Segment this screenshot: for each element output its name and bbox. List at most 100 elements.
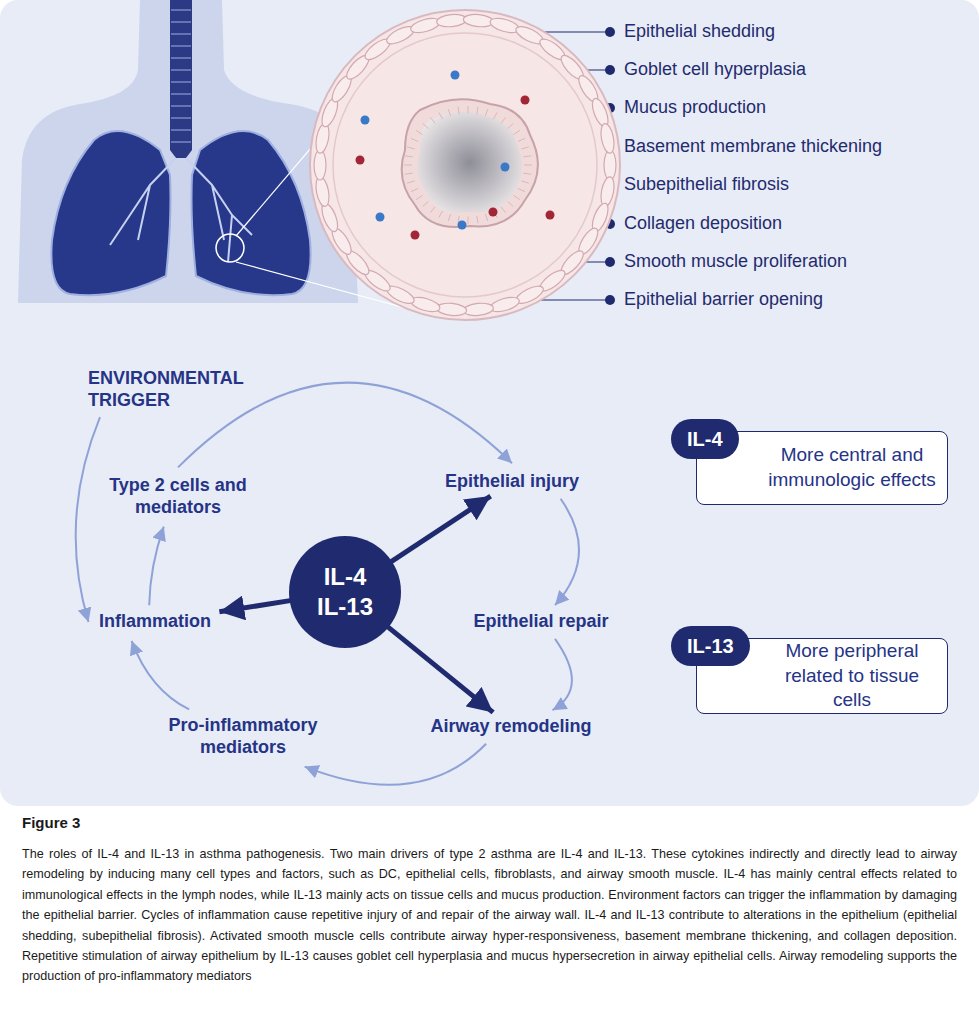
- trachea-rings: [171, 10, 191, 142]
- smooth-muscle-ring: [314, 13, 616, 317]
- trachea-ring: [171, 93, 191, 94]
- cycle-step: Epithelial repair: [471, 611, 611, 633]
- step-label: Inflammation: [97, 611, 214, 633]
- cell-border: [448, 214, 451, 221]
- trachea-ring: [171, 57, 191, 58]
- muscle-cell: [314, 176, 331, 208]
- cell-border: [513, 195, 520, 199]
- callout-dot: [605, 65, 615, 75]
- left-lung: [51, 131, 170, 295]
- trachea-ring: [171, 21, 191, 22]
- cell-border: [430, 207, 435, 213]
- cytokine-arrow: [387, 626, 493, 712]
- figure-title: Figure 3: [22, 814, 80, 831]
- cycle-arrow: [178, 383, 512, 468]
- trachea-ring: [171, 129, 191, 130]
- cycle-step: Airway remodeling: [428, 716, 594, 738]
- muscle-cell: [463, 13, 494, 28]
- trachea: [170, 0, 192, 158]
- cell-border: [477, 107, 478, 114]
- callout-label: Smooth muscle proliferation: [624, 251, 847, 272]
- basement-membrane: [333, 33, 597, 297]
- epithelial-cells: [404, 106, 532, 224]
- muscle-cell: [314, 123, 331, 155]
- muscle-cell: [604, 150, 616, 180]
- step-label: Pro-inflammatory mediators: [166, 715, 320, 758]
- cell-border: [524, 165, 532, 166]
- cycle-step: Epithelial injury: [443, 471, 582, 493]
- step-label: Airway remodeling: [428, 716, 594, 738]
- trachea-ring: [171, 33, 191, 34]
- cell-border: [518, 138, 525, 141]
- callout-label: Goblet cell hyperplasia: [624, 59, 806, 80]
- trachea-ring: [171, 141, 191, 142]
- immune-cells: [356, 71, 555, 240]
- callout-dot: [605, 27, 615, 37]
- cell-border: [513, 130, 520, 134]
- muscle-cell: [314, 150, 326, 180]
- cell-border: [485, 214, 488, 221]
- right-lung: [192, 131, 311, 295]
- callout-dot: [605, 257, 615, 267]
- cycle-step: Inflammation: [97, 611, 214, 633]
- lumen: [417, 112, 522, 213]
- cycle-arrow: [305, 744, 487, 785]
- callout-label: Basement membrane thickening: [624, 136, 882, 157]
- cycle-arrow: [149, 527, 164, 606]
- step-label: ENVIRONMENTAL TRIGGER: [88, 368, 248, 411]
- cell-border: [477, 216, 478, 223]
- trachea-ring: [171, 9, 191, 10]
- cell-border: [523, 156, 531, 157]
- muscle-cell: [489, 295, 521, 315]
- cycle-arrow: [555, 499, 579, 605]
- cell-border: [439, 113, 443, 120]
- callout-label: Epithelial shedding: [624, 21, 775, 42]
- cytokine-arrow: [390, 496, 491, 562]
- cycle-arrow: [132, 641, 190, 710]
- trachea-ring: [171, 81, 191, 82]
- cell-border: [423, 201, 429, 206]
- effect-text: More peripheral related to tissue cells: [767, 639, 937, 713]
- muscle-cell: [409, 16, 441, 36]
- cell-border: [458, 107, 459, 114]
- trachea-ring: [171, 105, 191, 106]
- muscle-cell: [463, 302, 494, 317]
- muscle-cell: [436, 302, 467, 317]
- cell-border: [468, 106, 469, 113]
- trachea-ring: [171, 117, 191, 118]
- callout-label: Subepithelial fibrosis: [624, 174, 789, 195]
- cell-border: [501, 117, 506, 123]
- epithelium: [402, 99, 538, 227]
- cell-border: [407, 147, 415, 149]
- cytokine-pill: IL-13: [671, 626, 750, 666]
- body-silhouette: [18, 0, 358, 303]
- cycle-arrow: [553, 639, 572, 710]
- effect-box: IL-4More central and immunologic effects: [696, 431, 948, 505]
- panel-background: [0, 0, 979, 806]
- cell-border: [508, 123, 514, 128]
- cell-border: [411, 188, 418, 191]
- callout-dot: [605, 295, 615, 305]
- cytokine-label: IL-4 IL-13: [310, 562, 380, 622]
- muscle-cell: [409, 295, 441, 315]
- cytokine-circle: IL-4 IL-13: [289, 536, 401, 648]
- cell-border: [518, 188, 525, 191]
- cell-border: [430, 117, 435, 123]
- cell-border: [448, 109, 451, 116]
- bronchi: [110, 158, 252, 262]
- cell-border: [416, 130, 423, 134]
- cell-border: [501, 207, 506, 213]
- muscle-cell: [319, 201, 341, 233]
- trachea-ring: [171, 69, 191, 70]
- cell-border: [416, 195, 423, 199]
- cytokine-pill: IL-4: [671, 419, 739, 459]
- figure-caption: The roles of IL-4 and IL-13 in asthma pa…: [22, 844, 957, 987]
- cell-border: [405, 173, 413, 174]
- cell-border: [423, 123, 429, 128]
- muscle-cell: [489, 16, 521, 36]
- cell-border: [404, 165, 412, 166]
- muscle-cell: [599, 176, 616, 208]
- cell-border: [508, 201, 514, 206]
- step-label: Epithelial repair: [471, 611, 611, 633]
- callout-label: Mucus production: [624, 97, 766, 118]
